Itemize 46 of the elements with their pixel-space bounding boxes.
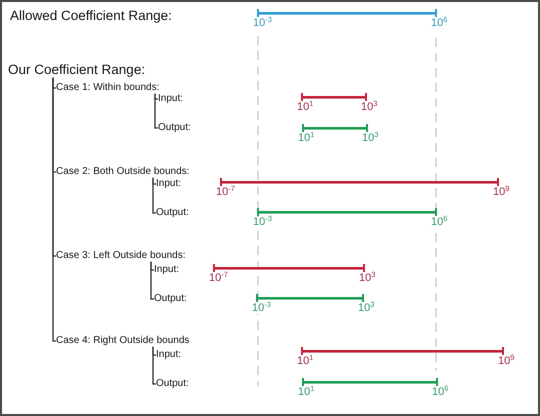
exponent-label: 10$^{-7}$ bbox=[208, 273, 229, 284]
exponent-label: 10$^{1}$ bbox=[297, 133, 316, 144]
branch-label: Input: bbox=[156, 349, 182, 361]
branch-label: Input: bbox=[156, 178, 182, 190]
exponent-label: 10$^{3}$ bbox=[358, 273, 376, 284]
branch-label: Input: bbox=[154, 264, 180, 276]
exponent-label: 10$^{3}$ bbox=[361, 133, 380, 144]
range-bar bbox=[302, 378, 438, 386]
case-label: Case 3: Left Outside bounds: bbox=[56, 250, 186, 262]
section-heading: Our Coefficient Range: bbox=[8, 62, 146, 78]
range-bar bbox=[257, 208, 437, 216]
range-bar bbox=[213, 264, 365, 272]
exponent-label: 10$^{9}$ bbox=[492, 187, 510, 198]
exponent-label: 10$^{6}$ bbox=[430, 18, 448, 29]
branch-label: Input: bbox=[158, 93, 184, 105]
branch-label: Output: bbox=[156, 207, 189, 219]
case-label: Case 1: Within bounds: bbox=[56, 82, 160, 94]
exponent-label: 10$^{3}$ bbox=[357, 303, 376, 314]
tree-connector bbox=[152, 178, 156, 214]
exponent-label: 10$^{6}$ bbox=[430, 217, 448, 228]
tree-connector bbox=[150, 262, 154, 300]
case-label: Case 2: Both Outside bounds: bbox=[56, 166, 190, 178]
exponent-label: 10$^{3}$ bbox=[360, 102, 378, 113]
tree-connector bbox=[154, 94, 158, 129]
section-heading: Allowed Coefficient Range: bbox=[10, 8, 172, 24]
exponent-label: 10$^{6}$ bbox=[431, 387, 450, 398]
exponent-label: 10$^{-7}$ bbox=[215, 187, 236, 198]
range-bar bbox=[301, 93, 367, 101]
exponent-label: 10$^{1}$ bbox=[296, 356, 314, 367]
branch-label: Output: bbox=[154, 293, 187, 305]
range-bar bbox=[220, 178, 499, 186]
exponent-label: 10$^{-3}$ bbox=[252, 217, 273, 228]
branch-label: Output: bbox=[158, 122, 191, 134]
tree-connector bbox=[52, 78, 56, 342]
range-bar bbox=[301, 347, 504, 355]
exponent-label: 10$^{-3}$ bbox=[251, 303, 272, 314]
range-bar bbox=[302, 124, 368, 132]
exponent-label: 10$^{1}$ bbox=[297, 387, 316, 398]
range-bar bbox=[257, 9, 437, 17]
branch-label: Output: bbox=[156, 378, 189, 390]
tree-connector bbox=[152, 346, 156, 385]
exponent-label: 10$^{9}$ bbox=[497, 356, 516, 367]
case-label: Case 4: Right Outside bounds bbox=[56, 335, 190, 347]
exponent-label: 10$^{1}$ bbox=[296, 102, 314, 113]
exponent-label: 10$^{-3}$ bbox=[252, 18, 273, 29]
range-bar bbox=[256, 294, 364, 302]
